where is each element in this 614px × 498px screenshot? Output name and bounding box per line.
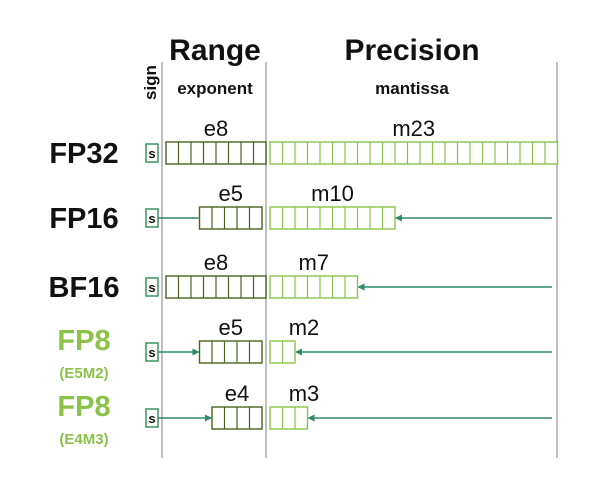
mantissa-bits xyxy=(269,340,296,364)
mantissa-label: m2 xyxy=(289,315,320,340)
sign-bit-box xyxy=(145,277,159,297)
exponent-label: e4 xyxy=(225,381,249,406)
exponent-label: e5 xyxy=(219,315,243,340)
mantissa-bits xyxy=(269,406,309,430)
exponent-bits-frame xyxy=(198,206,263,230)
mantissa-bits xyxy=(269,141,559,165)
format-row-1: FP16 s e5 m10 xyxy=(49,181,552,235)
format-name: FP32 xyxy=(49,138,118,170)
exponent-label: e8 xyxy=(204,250,228,275)
exponent-bits xyxy=(165,141,267,165)
sign-bit-label: s xyxy=(148,211,155,226)
exponent-subheader: exponent xyxy=(177,79,253,98)
mantissa-subheader: mantissa xyxy=(375,79,449,98)
format-name: FP16 xyxy=(49,203,118,235)
sign-bit-label: s xyxy=(148,411,155,426)
format-row-3: FP8 (E5M2) s e5 m2 xyxy=(57,315,552,382)
sign-bit-label: s xyxy=(148,146,155,161)
exponent-bits xyxy=(198,206,263,230)
sign-bit-label: s xyxy=(148,345,155,360)
exponent-bits xyxy=(211,406,263,430)
sign-bit-box xyxy=(145,143,159,163)
format-row-2: BF16 s e8 m7 xyxy=(49,250,552,304)
mantissa-label: m10 xyxy=(311,181,354,206)
range-header: Range xyxy=(169,34,261,67)
exponent-bits xyxy=(198,340,263,364)
format-name: BF16 xyxy=(49,272,120,304)
exponent-label: e5 xyxy=(219,181,243,206)
format-row-4: FP8 (E4M3) s e4 m3 xyxy=(57,381,552,448)
sign-bit-label: s xyxy=(148,280,155,295)
exponent-bits-frame xyxy=(198,340,263,364)
mantissa-bits xyxy=(269,206,396,230)
format-name: FP8 xyxy=(57,391,110,423)
format-subtitle: (E4M3) xyxy=(59,431,108,448)
format-row-0: FP32 s e8 m23 xyxy=(49,116,559,170)
mantissa-label: m7 xyxy=(298,250,329,275)
mantissa-bits-frame xyxy=(269,141,559,165)
sign-header: sign xyxy=(141,65,160,100)
mantissa-label: m23 xyxy=(392,116,435,141)
format-name: FP8 xyxy=(57,325,110,357)
mantissa-bits xyxy=(269,275,359,299)
precision-header: Precision xyxy=(344,34,479,67)
mantissa-bits-frame xyxy=(269,275,359,299)
exponent-bits xyxy=(165,275,267,299)
mantissa-label: m3 xyxy=(289,381,320,406)
mantissa-bits-frame xyxy=(269,406,309,430)
format-subtitle: (E5M2) xyxy=(59,365,108,382)
exponent-label: e8 xyxy=(204,116,228,141)
